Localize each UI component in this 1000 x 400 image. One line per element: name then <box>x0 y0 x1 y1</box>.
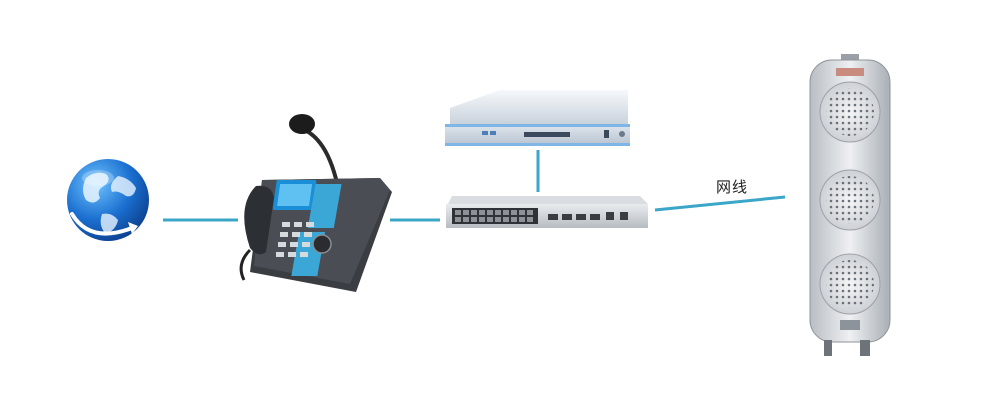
network-switch-image <box>446 196 648 228</box>
globe-icon <box>67 159 149 241</box>
link-label-network-cable: 网线 <box>716 178 749 196</box>
link-switch-speaker <box>654 195 786 212</box>
ip-speaker-image <box>809 54 891 356</box>
ip-phone-image <box>239 114 392 292</box>
rack-server-image <box>445 90 630 146</box>
